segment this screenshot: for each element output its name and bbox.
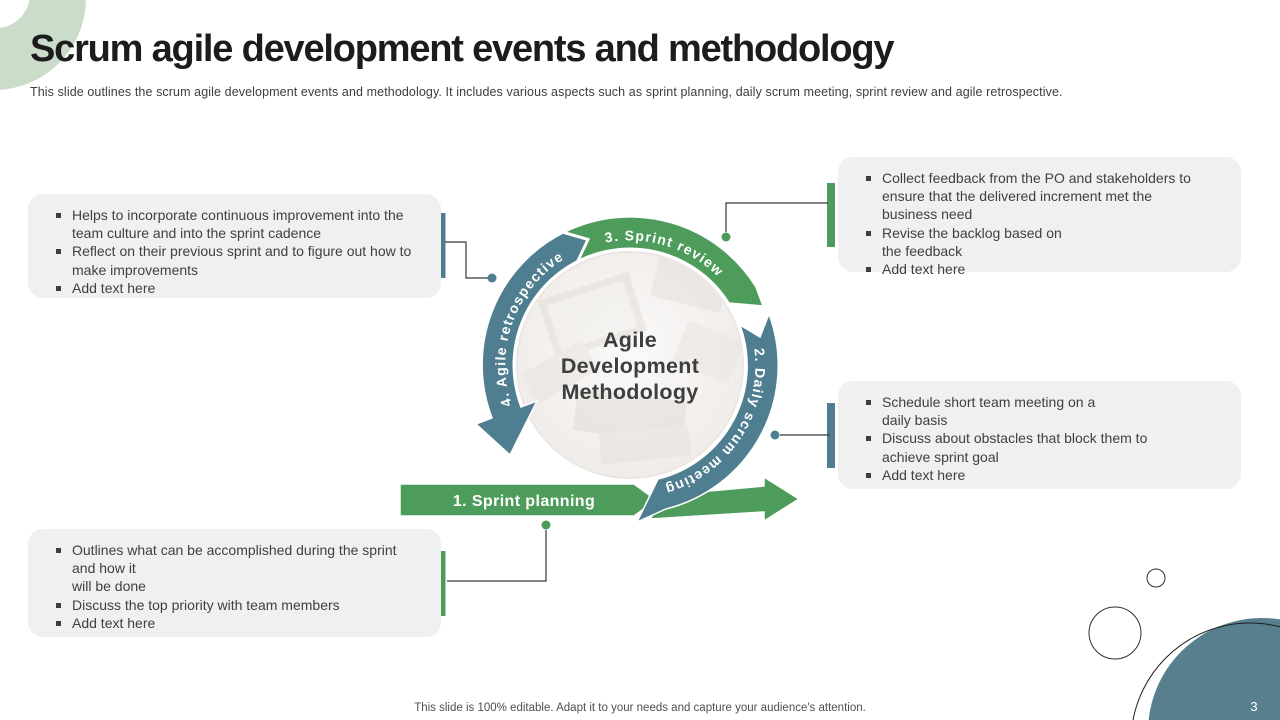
connector-dot-retrospective [487,273,497,283]
connector-retrospective [445,241,488,279]
big-outline-circle [1132,622,1280,720]
accent-bar-retrospective [437,213,446,278]
bullet-text: Collect feedback from the PO and stakeho… [882,170,1191,223]
bullet-text: Discuss about obstacles that block them … [882,430,1148,465]
bullet-marker [866,436,871,442]
bullet-marker [56,548,61,553]
connector-sprint-review [725,202,828,232]
bullet-text: Reflect on their previous sprint and to … [72,243,412,278]
bullet-row: Schedule short team meeting on a daily b… [850,393,1227,429]
bullet-text: Helps to incorporate continuous improvem… [72,207,404,242]
bullet-marker [56,602,61,608]
bullet-text: Outlines what can be accomplished during… [72,542,397,595]
bullet-text: Add text here [72,279,156,296]
bullet-marker [56,249,61,255]
callout-agile-retrospective[interactable]: Helps to incorporate continuous improvem… [28,194,441,298]
bullet-row: Add text here [40,279,427,297]
bullet-text: Add text here [882,260,966,277]
bullet-text: Add text here [72,614,156,631]
bullet-text: Discuss the top priority with team membe… [72,596,340,613]
medium-outline-circle [1088,606,1142,660]
bullet-marker [866,472,871,478]
bullet-marker [56,285,61,291]
bullet-row: Reflect on their previous sprint and to … [40,242,427,278]
diagram-center-label[interactable]: Agile Development Methodology [560,328,700,405]
accent-bar-daily-scrum [827,403,835,468]
bullet-marker [56,620,61,626]
callout-daily-scrum-meeting[interactable]: Schedule short team meeting on a daily b… [838,381,1241,489]
callout-sprint-review[interactable]: Collect feedback from the PO and stakeho… [838,157,1241,277]
corner-ring-decoration [0,0,86,90]
bullet-row: Outlines what can be accomplished during… [40,541,427,596]
bullet-row: Discuss about obstacles that block them … [850,429,1227,465]
banner-label-sprint-planning: 1. Sprint planning [453,493,595,510]
bullet-marker [866,230,871,236]
bullet-text: Schedule short team meeting on a daily b… [882,394,1096,429]
bullet-text: Revise the backlog based on the feedback [882,224,1062,259]
bullet-row: Discuss the top priority with team membe… [40,596,427,614]
small-outline-circle [1146,568,1166,588]
flow-arrow [648,475,801,523]
bullet-marker [866,176,871,181]
page-title: Scrum agile development events and metho… [30,28,895,70]
connector-sprint-planning [447,530,547,582]
big-teal-circle [1148,618,1280,720]
bullet-marker [56,213,61,218]
step-shape-agile-retrospective[interactable] [474,232,589,457]
page-number: 3 [1250,699,1258,714]
accent-bar-sprint-review [827,183,835,247]
bullet-marker [866,400,871,405]
corner-circles-decoration [1088,568,1280,720]
bullet-row: Helps to incorporate continuous improvem… [40,206,427,242]
bullet-row: Add text here [850,260,1227,278]
bullet-row: Add text here [850,466,1227,484]
step-shape-daily-scrum-meeting[interactable] [635,311,779,524]
bullet-row: Revise the backlog based on the feedback [850,224,1227,260]
bullet-text: Add text here [882,466,966,483]
connector-dot-sprint-review [721,232,731,242]
page-subtitle: This slide outlines the scrum agile deve… [30,85,1063,99]
connector-dot-sprint-planning [541,520,551,530]
bullet-marker [866,266,871,272]
step-shape-sprint-review[interactable] [562,216,765,307]
accent-bar-sprint-planning [437,551,446,616]
connector-dot-daily-scrum [770,430,780,440]
bullet-row: Collect feedback from the PO and stakeho… [850,169,1227,224]
callout-sprint-planning[interactable]: Outlines what can be accomplished during… [28,529,441,637]
center-photo-circle [516,251,744,479]
bullet-row: Add text here [40,614,427,632]
footer-note: This slide is 100% editable. Adapt it to… [414,702,866,714]
connector-lines [445,202,830,582]
